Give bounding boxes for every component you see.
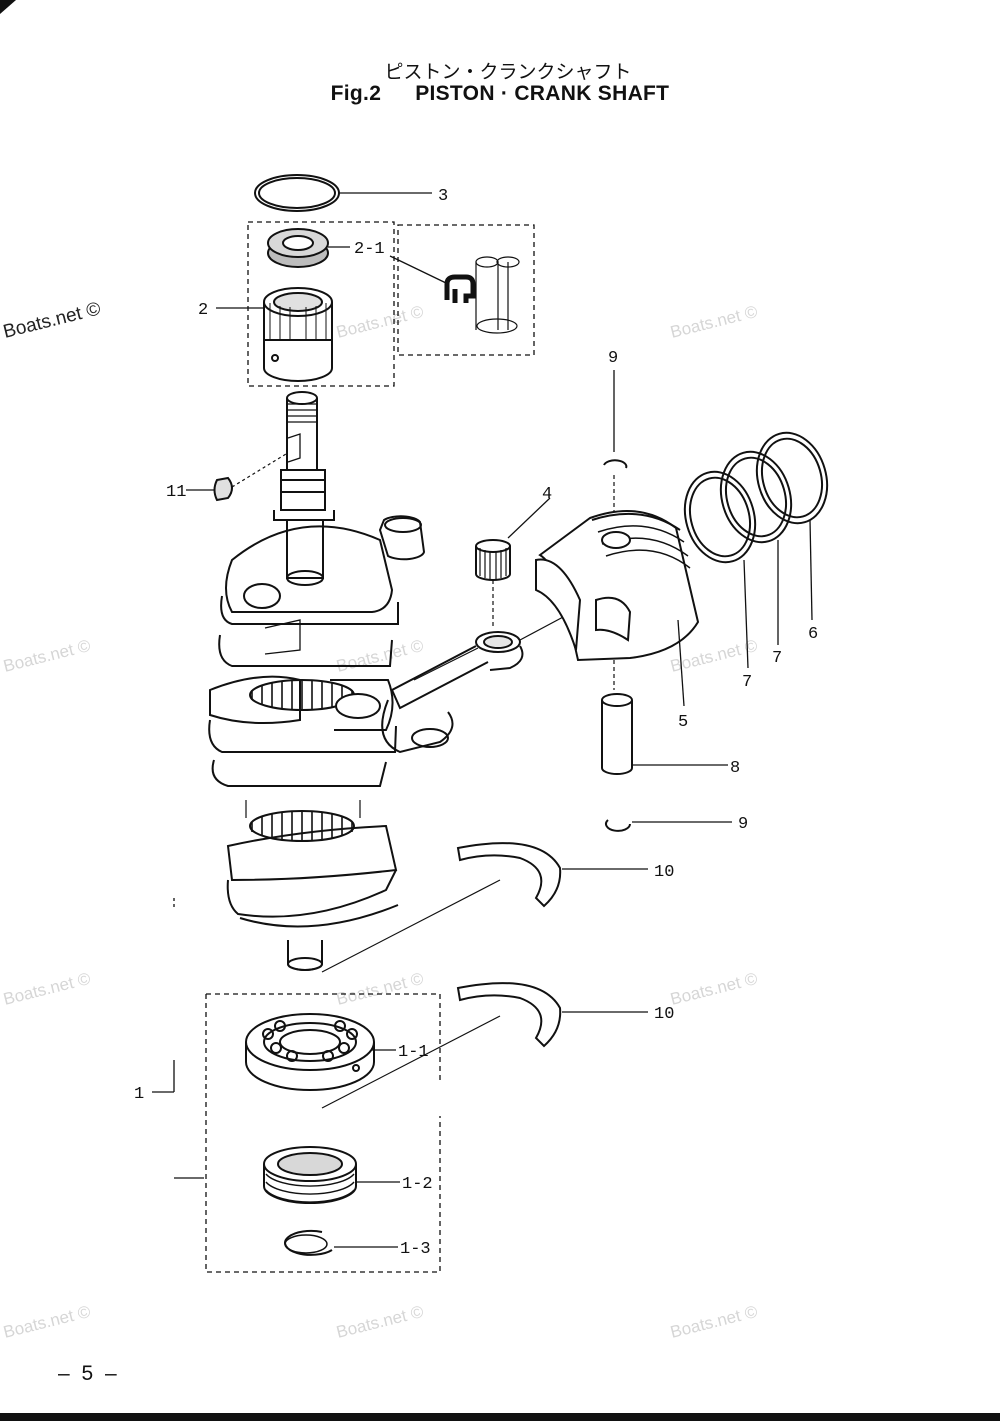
watermark-text: Boats.net © <box>334 636 425 676</box>
callout-8: 8 <box>730 759 740 778</box>
part-9-circlip-bottom <box>605 819 631 832</box>
part-3-o-ring <box>254 174 340 212</box>
page-number: – 5 – <box>58 1362 120 1385</box>
sealant-icon <box>444 274 476 303</box>
watermark-text: Boats.net © <box>668 969 759 1009</box>
watermark-text: Boats.net © <box>668 1302 759 1342</box>
part-7-piston-ring-b <box>719 450 793 544</box>
part-1-3-snap-ring <box>284 1229 333 1256</box>
watermark-text: Boats.net © <box>334 302 425 342</box>
watermark-text: Boats.net © <box>1 969 92 1009</box>
part-1-1-ball-bearing <box>245 1013 375 1091</box>
callout-1-2: 1-2 <box>402 1175 433 1194</box>
callout-4: 4 <box>542 485 552 504</box>
part-10-thrust-washer-lower <box>321 982 562 1109</box>
callout-10-upper: 10 <box>654 863 674 882</box>
callout-7-b: 7 <box>772 649 782 668</box>
leader-lines <box>152 192 813 1248</box>
part-4-needle-bearing <box>475 539 511 628</box>
watermark-text: Boats.net © <box>334 969 425 1009</box>
callout-1-1: 1-1 <box>398 1043 429 1062</box>
diagram-title-japanese: ピストン・クランクシャフト <box>384 61 632 83</box>
callout-labels: 3 2-1 2 11 4 9 5 8 9 7 7 6 10 10 1-1 1 1… <box>134 187 818 1259</box>
part-6-piston-ring <box>755 431 829 525</box>
watermark-text: Boats.net © <box>1 1302 92 1342</box>
watermarks: Boats.net © Boats.net © Boats.net © Boat… <box>1 298 760 1341</box>
part-2-group-box <box>247 221 395 387</box>
page-bottom-border <box>0 1413 1000 1421</box>
diagram-title: Fig.2 PISTON · CRANK SHAFT <box>0 82 1000 106</box>
callout-2-1: 2-1 <box>354 240 385 259</box>
part-8-piston-pin <box>601 693 633 775</box>
corner-mark <box>0 0 16 14</box>
callout-7-a: 7 <box>742 673 752 692</box>
sealant-detail-inset <box>389 224 535 356</box>
part-11-woodruff-key <box>213 453 287 502</box>
part-5-piston <box>535 509 700 690</box>
callout-10-lower: 10 <box>654 1005 674 1024</box>
watermark-text: Boats.net © <box>1 298 103 342</box>
callout-9-top: 9 <box>608 349 618 368</box>
part-1-2-oil-seal <box>263 1146 357 1204</box>
part-10-thrust-washer-upper <box>321 842 562 973</box>
callout-6: 6 <box>808 625 818 644</box>
callout-2: 2 <box>198 301 208 320</box>
part-1-group-box <box>205 993 441 1273</box>
callout-9-bottom: 9 <box>738 815 748 834</box>
part-2-bearing <box>263 287 333 382</box>
crankshaft <box>208 391 426 971</box>
callout-11: 11 <box>166 483 186 502</box>
part-2-1-seal <box>267 228 329 268</box>
callout-3: 3 <box>438 187 448 206</box>
figure-label: Fig.2 <box>330 82 382 105</box>
watermark-text: Boats.net © <box>334 1302 425 1342</box>
watermark-text: Boats.net © <box>668 302 759 342</box>
part-9-circlip-top <box>603 459 628 532</box>
callout-1-3: 1-3 <box>400 1240 431 1259</box>
figure-title-english: PISTON · CRANK SHAFT <box>415 82 670 105</box>
connecting-rod <box>381 607 581 754</box>
callout-5: 5 <box>678 713 688 732</box>
part-7-piston-ring-a <box>683 470 757 564</box>
watermark-text: Boats.net © <box>1 636 92 676</box>
callout-1: 1 <box>134 1085 144 1104</box>
